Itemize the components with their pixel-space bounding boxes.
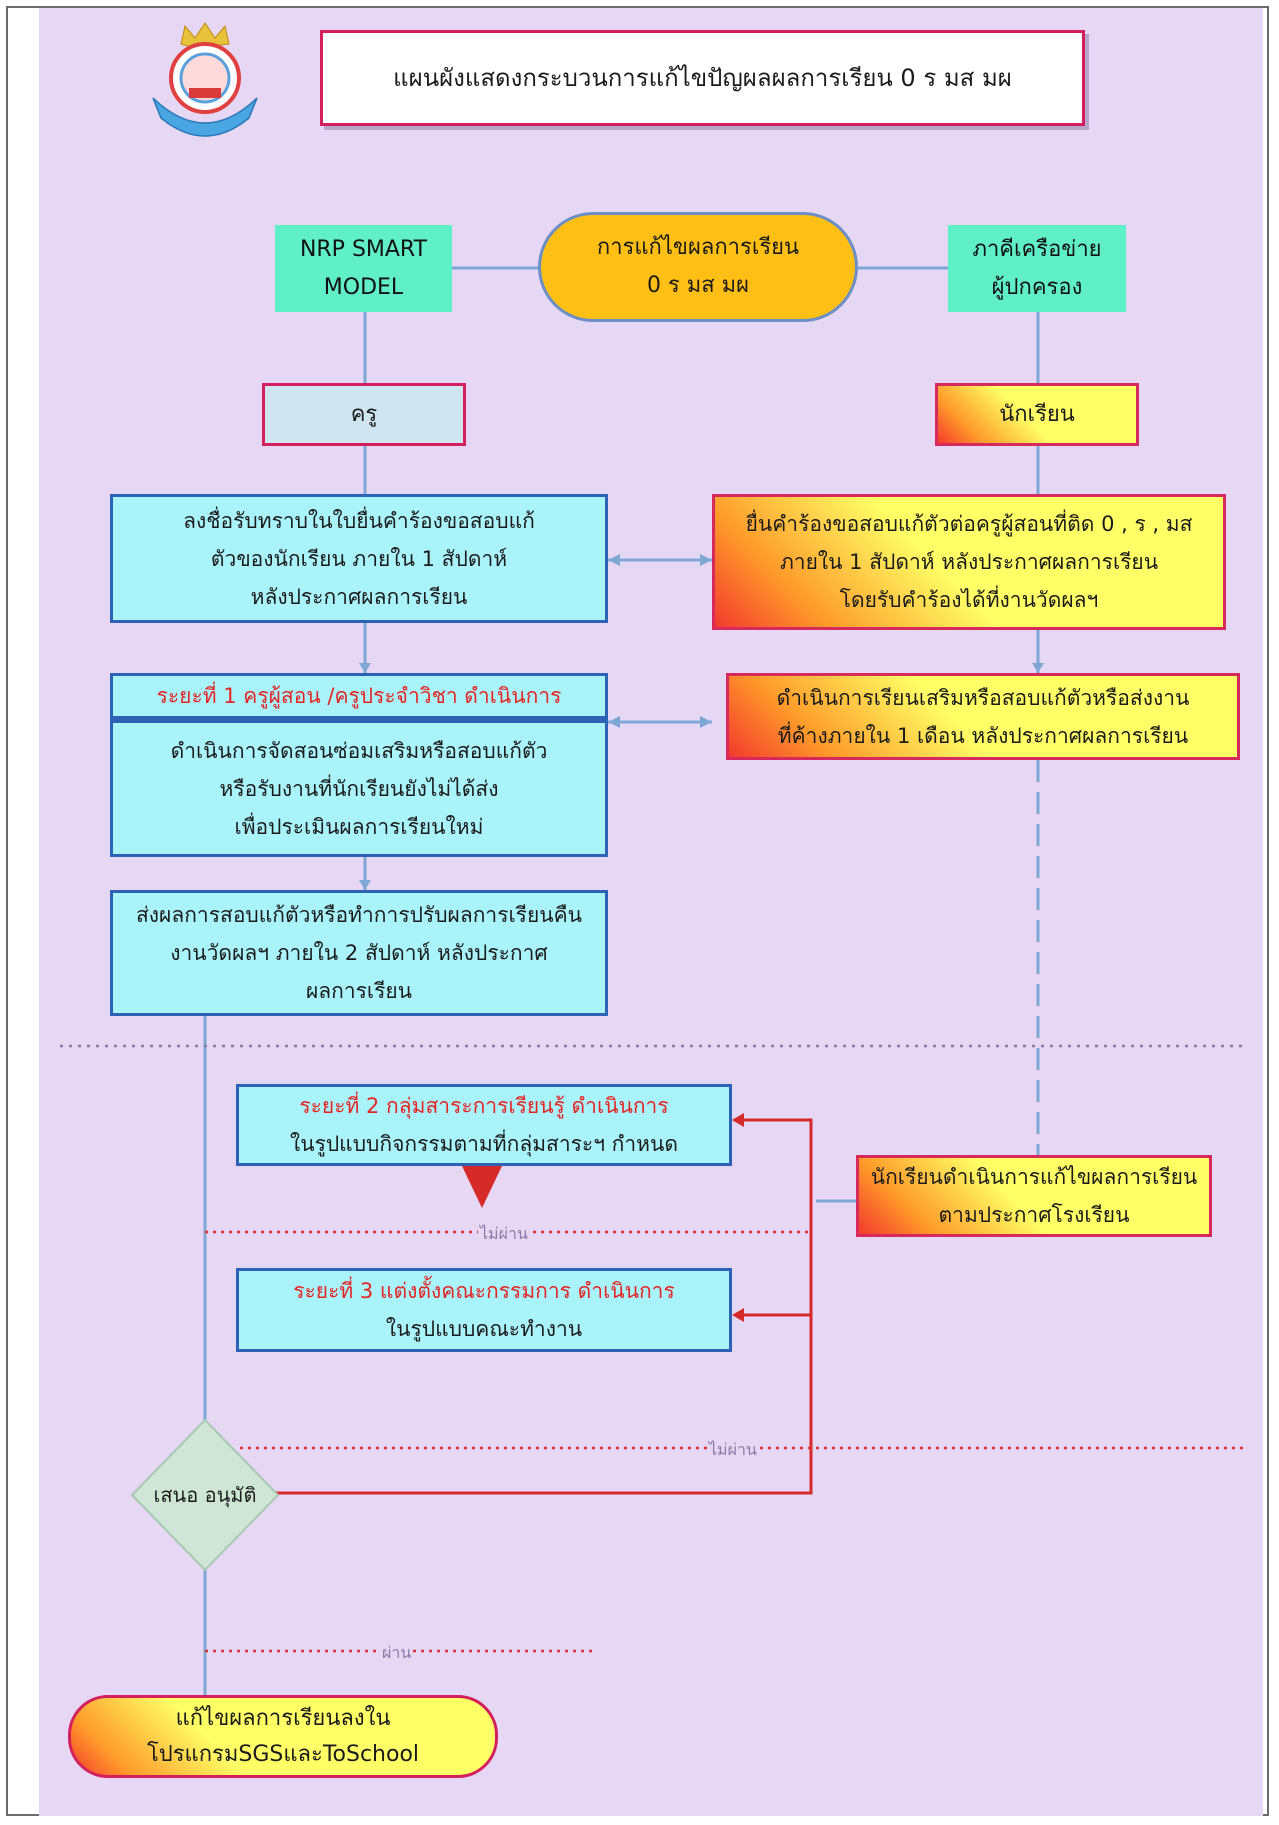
final-line-1: แก้ไขผลการเรียนลงใน [175, 1705, 391, 1731]
sign-line-2: ตัวของนักเรียน ภายใน 1 สัปดาห์ [210, 546, 508, 571]
phase1-title-box: ระยะที่ 1 ครูผู้สอน /ครูประจำวิชา ดำเนิน… [110, 673, 608, 719]
pass-label: ผ่าน [380, 1641, 414, 1666]
fail-label-1: ไม่ผ่าน [478, 1222, 530, 1247]
phase3-box: ระยะที่ 3 แต่งตั้งคณะกรรมการ ดำเนินการ ใ… [236, 1268, 732, 1352]
decision-label: เสนอ อนุมัติ [153, 1483, 257, 1507]
teacher-label: ครู [350, 401, 378, 427]
phase3-body: ในรูปแบบคณะทำงาน [385, 1317, 583, 1341]
send-line-2: งานวัดผลฯ ภายใน 2 สัปดาห์ หลังประกาศ [170, 941, 548, 965]
remedial-study-box: ดำเนินการเรียนเสริมหรือสอบแก้ตัวหรือส่งง… [726, 673, 1240, 760]
phase1-line-2: หรือรับงานที่นักเรียนยังไม่ได้ส่ง [219, 776, 499, 801]
request-line-3: โดยรับคำร้องได้ที่งานวัดผลฯ [839, 588, 1099, 612]
parent-network-box: ภาคีเครือข่าย ผู้ปกครอง [948, 225, 1126, 312]
nrp-line-2: MODEL [323, 274, 404, 300]
nrp-line-1: NRP SMART [299, 236, 428, 262]
phase1-line-3: เพื่อประเมินผลการเรียนใหม่ [234, 814, 484, 839]
sign-line-3: หลังประกาศผลการเรียน [250, 584, 468, 609]
school-logo [152, 22, 258, 137]
nrp-smart-model-box: NRP SMART MODEL [275, 225, 452, 312]
phase1-body-box: ดำเนินการจัดสอนซ่อมเสริมหรือสอบแก้ตัว หร… [110, 719, 608, 857]
student-fix-line-2: ตามประกาศโรงเรียน [938, 1203, 1130, 1227]
phase2-box: ระยะที่ 2 กลุ่มสาระการเรียนรู้ ดำเนินการ… [236, 1084, 732, 1166]
grade-fix-title-box: การแก้ไขผลการเรียน 0 ร มส มผ [538, 212, 858, 322]
final-line-2: โปรแกรมSGSและToSchool [146, 1741, 420, 1767]
student-label: นักเรียน [999, 401, 1075, 427]
final-step-box: แก้ไขผลการเรียนลงใน โปรแกรมSGSและToSchoo… [68, 1695, 498, 1778]
request-line-2: ภายใน 1 สัปดาห์ หลังประกาศผลการเรียน [779, 550, 1159, 574]
phase2-body: ในรูปแบบกิจกรรมตามที่กลุ่มสาระฯ กำหนด [289, 1132, 679, 1156]
phase2-title: ระยะที่ 2 กลุ่มสาระการเรียนรู้ ดำเนินการ [299, 1094, 669, 1118]
center-line-2: 0 ร มส มผ [646, 273, 750, 298]
page-title: แผนผังแสดงกระบวนการแก้ไขปัญผลผลการเรียน … [320, 30, 1085, 126]
remedial-line-1: ดำเนินการเรียนเสริมหรือสอบแก้ตัวหรือส่งง… [776, 685, 1190, 710]
network-line-2: ผู้ปกครอง [991, 274, 1083, 300]
send-results-box: ส่งผลการสอบแก้ตัวหรือทำการปรับผลการเรียน… [110, 890, 608, 1016]
decision-diamond [130, 1418, 280, 1572]
request-line-1: ยื่นคำร้องขอสอบแก้ตัวต่อครูผู้สอนที่ติด … [745, 512, 1193, 536]
student-box: นักเรียน [935, 383, 1139, 446]
request-retest-box: ยื่นคำร้องขอสอบแก้ตัวต่อครูผู้สอนที่ติด … [712, 494, 1226, 630]
sign-line-1: ลงชื่อรับทราบในใบยื่นคำร้องขอสอบแก้ [183, 508, 535, 533]
decision-label-box: เสนอ อนุมัติ [140, 1475, 270, 1515]
phase1-title: ระยะที่ 1 ครูผู้สอน /ครูประจำวิชา ดำเนิน… [156, 684, 562, 708]
fail-label-2: ไม่ผ่าน [707, 1438, 759, 1463]
center-line-1: การแก้ไขผลการเรียน [596, 235, 800, 260]
teacher-box: ครู [262, 383, 466, 446]
remedial-line-2: ที่ค้างภายใน 1 เดือน หลังประกาศผลการเรีย… [777, 723, 1189, 748]
sign-acknowledge-box: ลงชื่อรับทราบในใบยื่นคำร้องขอสอบแก้ ตัวข… [110, 494, 608, 623]
student-fix-line-1: นักเรียนดำเนินการแก้ไขผลการเรียน [870, 1165, 1198, 1189]
phase1-line-1: ดำเนินการจัดสอนซ่อมเสริมหรือสอบแก้ตัว [170, 738, 548, 763]
student-fix-box: นักเรียนดำเนินการแก้ไขผลการเรียน ตามประก… [856, 1155, 1212, 1237]
page-title-text: แผนผังแสดงกระบวนการแก้ไขปัญผลผลการเรียน … [393, 64, 1012, 92]
network-line-1: ภาคีเครือข่าย [972, 236, 1102, 262]
send-line-1: ส่งผลการสอบแก้ตัวหรือทำการปรับผลการเรียน… [135, 903, 583, 927]
send-line-3: ผลการเรียน [305, 979, 413, 1003]
phase3-title: ระยะที่ 3 แต่งตั้งคณะกรรมการ ดำเนินการ [293, 1279, 675, 1303]
